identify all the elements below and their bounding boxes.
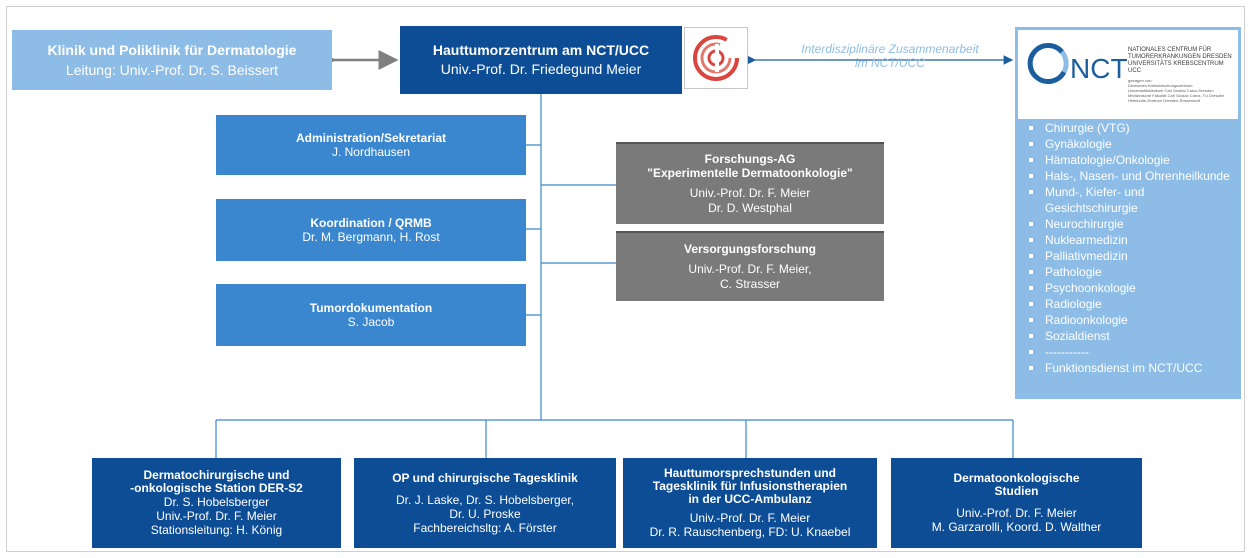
consultation-line-1: Univ.-Prof. Dr. F. Meier bbox=[689, 511, 811, 525]
research-line-2: Dr. D. Westphal bbox=[708, 201, 792, 215]
studies-title-2: Studien bbox=[994, 484, 1039, 498]
collaboration-label: Interdisziplinäre Zusammenarbeit im NCT/… bbox=[770, 42, 1010, 70]
ward-line-1: Dr. S. Hobelsberger bbox=[163, 495, 270, 509]
ward-line-2: Univ.-Prof. Dr. F. Meier bbox=[156, 509, 277, 523]
consultation-title-3: in der UCC-Ambulanz bbox=[688, 492, 812, 506]
studies-line-1: Univ.-Prof. Dr. F. Meier bbox=[956, 506, 1077, 520]
nct-panel: NCT NATIONALES CENTRUM FÜR TUMORERKRANKU… bbox=[1015, 27, 1241, 399]
list-item: Psychoonkologie bbox=[1027, 280, 1235, 296]
list-item: Neurochirurgie bbox=[1027, 216, 1235, 232]
nct-full-name: NATIONALES CENTRUM FÜR TUMORERKRANKUNGEN… bbox=[1128, 47, 1232, 74]
research-title-2: "Experimentelle Dermatoonkologie" bbox=[647, 166, 853, 180]
ucc-logo bbox=[684, 27, 748, 89]
nct-discipline-list: Chirurgie (VTG) Gynäkologie Hämatologie/… bbox=[1027, 120, 1235, 376]
research-line-1: Univ.-Prof. Dr. F. Meier bbox=[689, 186, 811, 200]
center-title: Hauttumorzentrum am NCT/UCC bbox=[432, 42, 650, 58]
tumor-documentation-title: Tumordokumentation bbox=[309, 300, 433, 315]
care-research-box: Versorgungsforschung Univ.-Prof. Dr. F. … bbox=[616, 231, 884, 301]
administration-box: Administration/Sekretariat J. Nordhausen bbox=[216, 115, 526, 175]
consultation-line-2: Dr. R. Rauschenberg, FD: U. Knaebel bbox=[649, 525, 851, 539]
list-item: Palliativmedizin bbox=[1027, 248, 1235, 264]
collaboration-line-1: Interdisziplinäre Zusammenarbeit bbox=[801, 42, 979, 56]
research-group-box: Forschungs-AG "Experimentelle Dermatoonk… bbox=[616, 142, 884, 224]
consultation-title-1: Hauttumorsprechstunden und bbox=[663, 466, 836, 480]
list-item: Gynäkologie bbox=[1027, 136, 1235, 152]
op-line-3: Fachbereichsltg: A. Förster bbox=[413, 520, 557, 535]
list-item: Pathologie bbox=[1027, 264, 1235, 280]
clinic-title: Klinik und Poliklinik für Dermatologie bbox=[47, 42, 297, 58]
ward-box: Dermatochirurgische und -onkologische St… bbox=[92, 458, 341, 548]
op-line-2: Dr. U. Proske bbox=[449, 506, 521, 521]
care-line-2: C. Strasser bbox=[719, 277, 780, 291]
coordination-title: Koordination / QRMB bbox=[310, 215, 432, 230]
op-daycare-box: OP und chirurgische Tagesklinik Dr. J. L… bbox=[354, 458, 616, 548]
research-title-1: Forschungs-AG bbox=[704, 152, 796, 166]
tumor-documentation-box: Tumordokumentation S. Jacob bbox=[216, 284, 526, 346]
ward-title-2: -onkologische Station DER-S2 bbox=[130, 481, 303, 495]
diagram-frame bbox=[6, 6, 1245, 552]
list-item: Radioonkologie bbox=[1027, 312, 1235, 328]
list-item: Sozialdienst bbox=[1027, 328, 1235, 344]
administration-names: J. Nordhausen bbox=[331, 144, 411, 159]
list-item: Nuklearmedizin bbox=[1027, 232, 1235, 248]
center-box: Hauttumorzentrum am NCT/UCC Univ.-Prof. … bbox=[400, 26, 682, 94]
list-item: Hals-, Nasen- und Ohrenheilkunde bbox=[1027, 168, 1235, 184]
studies-box: Dermatoonkologische Studien Univ.-Prof. … bbox=[891, 458, 1142, 548]
care-title: Versorgungsforschung bbox=[683, 242, 817, 256]
list-item: Hämatologie/Onkologie bbox=[1027, 152, 1235, 168]
op-title-1: OP und chirurgische Tagesklinik bbox=[392, 470, 578, 485]
ward-title-1: Dermatochirurgische und bbox=[143, 468, 290, 482]
list-item: Chirurgie (VTG) bbox=[1027, 120, 1235, 136]
nct-logo-card: NCT NATIONALES CENTRUM FÜR TUMORERKRANKU… bbox=[1018, 30, 1238, 119]
administration-title: Administration/Sekretariat bbox=[295, 130, 447, 145]
coordination-box: Koordination / QRMB Dr. M. Bergmann, H. … bbox=[216, 199, 526, 261]
center-subtitle: Univ.-Prof. Dr. Friedegund Meier bbox=[440, 61, 642, 77]
coordination-names: Dr. M. Bergmann, H. Rost bbox=[302, 229, 440, 244]
op-line-1: Dr. J. Laske, Dr. S. Hobelsberger, bbox=[395, 492, 575, 507]
collaboration-line-2: im NCT/UCC bbox=[855, 56, 925, 70]
studies-title-1: Dermatoonkologische bbox=[953, 471, 1080, 485]
clinic-box: Klinik und Poliklinik für Dermatologie L… bbox=[12, 30, 332, 90]
care-line-1: Univ.-Prof. Dr. F. Meier, bbox=[688, 262, 812, 276]
tumor-documentation-names: S. Jacob bbox=[347, 314, 395, 329]
nct-fine-print: getragen von: Deutsches Krebsforschungsz… bbox=[1128, 78, 1225, 103]
list-item: ----------- bbox=[1027, 344, 1235, 360]
nct-wordmark: NCT bbox=[1070, 53, 1128, 84]
list-item: Radiologie bbox=[1027, 296, 1235, 312]
consultation-box: Hauttumorsprechstunden und Tagesklinik f… bbox=[623, 458, 877, 548]
ward-line-3: Stationsleitung: H. König bbox=[150, 523, 283, 537]
list-item: Funktionsdienst im NCT/UCC bbox=[1027, 360, 1235, 376]
clinic-subtitle: Leitung: Univ.-Prof. Dr. S. Beissert bbox=[65, 62, 279, 78]
studies-line-2: M. Garzarolli, Koord. D. Walther bbox=[931, 520, 1102, 534]
nct-ring-icon bbox=[1027, 43, 1069, 84]
list-item: Mund-, Kiefer- und Gesichtschirurgie bbox=[1027, 184, 1235, 216]
consultation-title-2: Tagesklinik für Infusionstherapien bbox=[652, 479, 848, 493]
